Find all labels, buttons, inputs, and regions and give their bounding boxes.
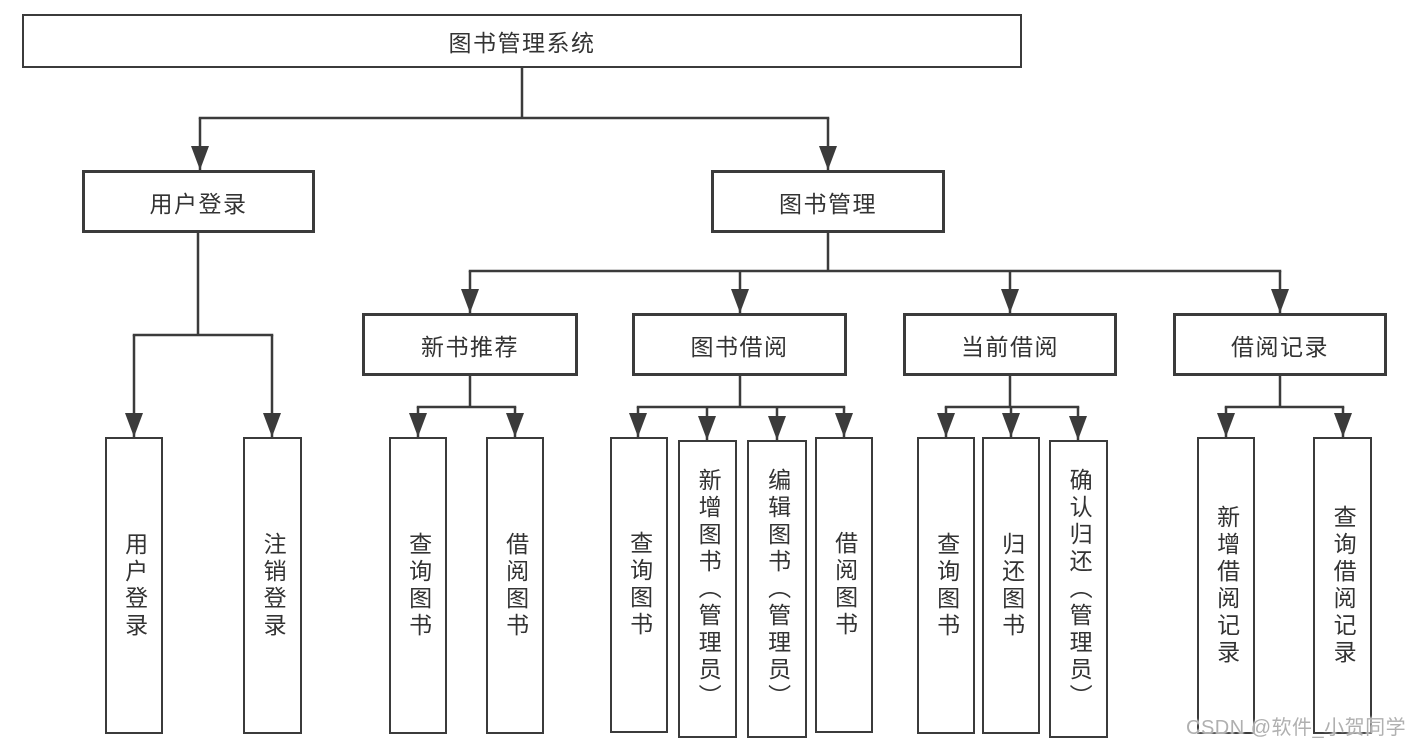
leaf-borrow-books-1: 借阅图书 [486,437,544,734]
branch-book-borrowing [636,374,846,409]
node-book-borrowing: 图书借阅 [632,313,847,376]
node-current-borrowing: 当前借阅 [903,313,1117,376]
node-user-login: 用户登录 [82,170,315,233]
leaf-query-books-3: 查询图书 [917,437,975,734]
leaf-query-books-2: 查询图书 [610,437,668,733]
leaf-return-books: 归还图书 [982,437,1040,734]
leaf-add-books-admin: 新增图书（管理员） [678,440,737,738]
leaf-query-books-1: 查询图书 [389,437,447,734]
node-new-book-recommendation: 新书推荐 [362,313,578,376]
branch-bars [132,66,1345,409]
branch-book-management [468,231,1282,273]
branch-new-book-rec [416,374,517,409]
node-borrowing-records: 借阅记录 [1173,313,1387,376]
node-library-management-system: 图书管理系统 [22,14,1022,68]
leaf-user-login: 用户登录 [105,437,163,734]
branch-user-login [132,231,274,337]
leaf-query-borrow-record: 查询借阅记录 [1313,437,1372,734]
branch-root [198,66,830,120]
leaf-logout-login: 注销登录 [243,437,302,734]
leaf-edit-books-admin: 编辑图书（管理员） [747,440,807,738]
leaf-confirm-return-admin: 确认归还（管理员） [1049,440,1108,738]
branch-borrowing-records [1224,374,1345,409]
watermark-text: CSDN @软件_小贺同学 [1186,717,1405,739]
arrow-connectors [125,118,1352,440]
branch-current-borrowing [944,374,1080,409]
leaf-borrow-books-2: 借阅图书 [815,437,873,733]
leaf-add-borrow-record: 新增借阅记录 [1197,437,1255,734]
node-book-management: 图书管理 [711,170,945,233]
